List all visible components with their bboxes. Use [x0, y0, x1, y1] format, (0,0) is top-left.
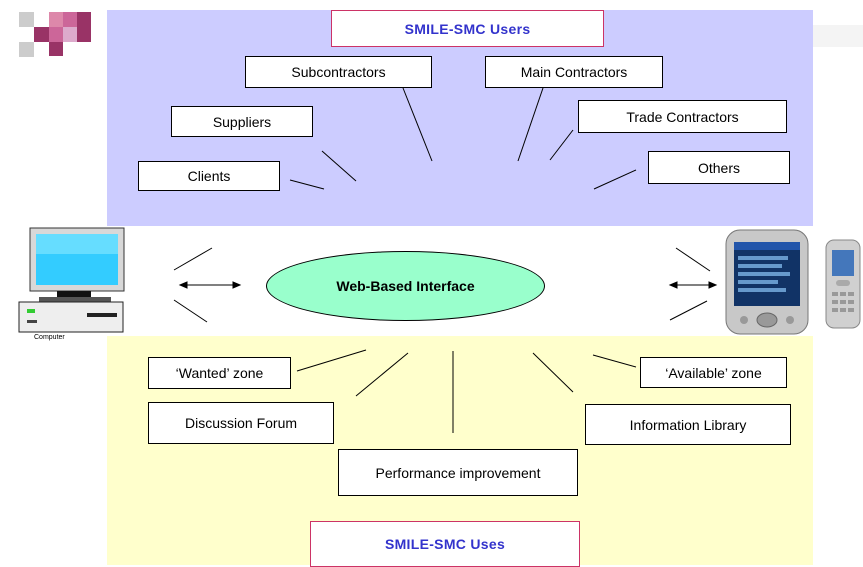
suppliers-box: Suppliers: [171, 106, 313, 137]
information-library-box: Information Library: [585, 404, 791, 445]
wanted-zone-box: ‘Wanted’ zone: [148, 357, 291, 389]
mobile-phone-icon: [825, 239, 861, 329]
clients-box: Clients: [138, 161, 280, 191]
users-title: SMILE-SMC Users: [331, 10, 604, 47]
trade-contractors-box: Trade Contractors: [578, 100, 787, 133]
desktop-computer-icon: [18, 227, 125, 333]
subcontractors-box: Subcontractors: [245, 56, 432, 88]
logo-squares-icon: [19, 12, 91, 57]
performance-improvement-box: Performance improvement: [338, 449, 578, 496]
computer-caption: Computer: [34, 334, 65, 341]
available-zone-box: ‘Available’ zone: [640, 357, 787, 388]
web-interface-ellipse: Web-Based Interface: [266, 251, 545, 321]
others-box: Others: [648, 151, 790, 184]
discussion-forum-box: Discussion Forum: [148, 402, 334, 444]
faint-bar: [813, 25, 863, 47]
pda-icon: [725, 229, 809, 335]
main-contractors-box: Main Contractors: [485, 56, 663, 88]
uses-title: SMILE-SMC Uses: [310, 521, 580, 567]
